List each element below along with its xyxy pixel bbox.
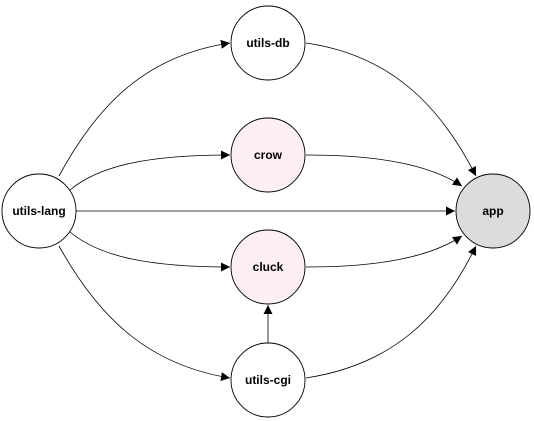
edge-cluck-to-app [305,235,463,268]
edge-utils-cgi-to-app [305,245,477,379]
edges [58,39,477,381]
node-crow-circle [230,117,306,193]
node-app-circle [455,173,531,249]
edge-crow-to-app [305,154,463,187]
node-utils-lang[interactable]: utils-lang [1,173,77,249]
node-app-label: app [482,204,503,218]
node-crow[interactable]: crow [230,117,306,193]
node-utils-db[interactable]: utils-db [230,5,306,81]
edge-utils-db-to-app [305,42,477,177]
edge-utils-lang-to-utils-cgi [58,245,231,381]
node-cluck-label: cluck [253,260,284,274]
node-utils-cgi-circle [230,342,306,418]
edge-utils-lang-to-utils-db [58,39,231,177]
edge-utils-lang-to-cluck [69,231,231,272]
node-utils-cgi-label: utils-cgi [245,373,291,387]
node-utils-lang-circle [1,173,77,249]
edge-utils-lang-to-crow [69,150,231,191]
node-app[interactable]: app [455,173,531,249]
node-utils-cgi[interactable]: utils-cgi [230,342,306,418]
node-utils-db-label: utils-db [246,36,289,50]
node-crow-label: crow [254,148,283,162]
node-utils-db-circle [230,5,306,81]
node-cluck[interactable]: cluck [230,229,306,305]
node-utils-lang-label: utils-lang [12,204,65,218]
node-cluck-circle [230,229,306,305]
